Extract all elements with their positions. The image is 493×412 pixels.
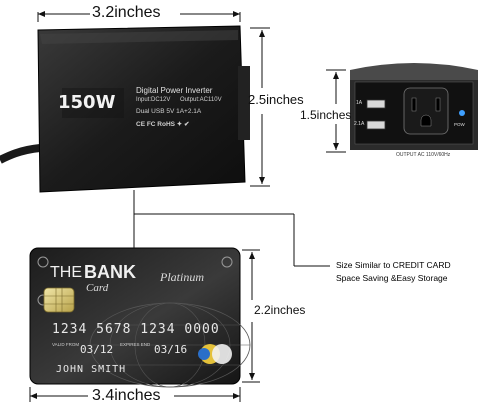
inverter-front-view [350, 63, 478, 150]
card-number: 1234 5678 1234 0000 [52, 322, 220, 337]
usb-port-1 [366, 99, 386, 109]
caption-line-2: Space Saving &Easy Storage [336, 273, 448, 283]
dimension-inverter-width: 3.2inches [92, 4, 161, 21]
inverter-certification: CE FC RoHS ✦ ✔ [136, 121, 190, 128]
card-bank-the: THE [50, 264, 82, 281]
dimension-card-height: 2.2inches [254, 303, 306, 317]
inverter-spec-output: Output:AC110V [180, 97, 222, 103]
card-brand: Platinum [160, 270, 204, 284]
card-bank-card: Card [86, 282, 109, 294]
output-label: OUTPUT AC 110V/60Hz [396, 152, 451, 158]
usb-label-2: 2.1A [354, 121, 365, 127]
caption-line-1: Size Similar to CREDIT CARD [336, 260, 451, 270]
inverter-spec-input: Input:DC12V [136, 97, 171, 103]
card-valid-label: VALID FROM [52, 342, 80, 347]
card-expires-label: EXPIRES END [120, 342, 151, 347]
inverter-wattage: 150W [58, 92, 116, 113]
inverter-spec-usb: Dual USB 5V 1A+2.1A [136, 108, 202, 115]
power-cable [0, 144, 41, 164]
dimension-inverter-length: 2.5inches [248, 92, 304, 107]
card-bank-name: BANK [84, 262, 136, 282]
dimension-inverter-height: 1.5inches [300, 108, 352, 122]
ac-outlet [403, 87, 449, 135]
power-led [459, 110, 465, 116]
credit-card [29, 247, 251, 388]
inverter-top-view [37, 25, 250, 193]
dimension-card-width: 3.4inches [92, 387, 161, 404]
card-valid-date: 03/12 [80, 343, 114, 356]
card-chip [43, 287, 75, 313]
card-expires-date: 03/16 [154, 343, 188, 356]
inverter-title: Digital Power Inverter [136, 86, 213, 95]
card-holder: JOHN SMITH [56, 364, 127, 375]
usb-port-2 [366, 120, 386, 130]
power-label: POW [454, 122, 465, 127]
dimension-arrows [30, 11, 339, 399]
usb-label-1: 1A [356, 100, 363, 106]
